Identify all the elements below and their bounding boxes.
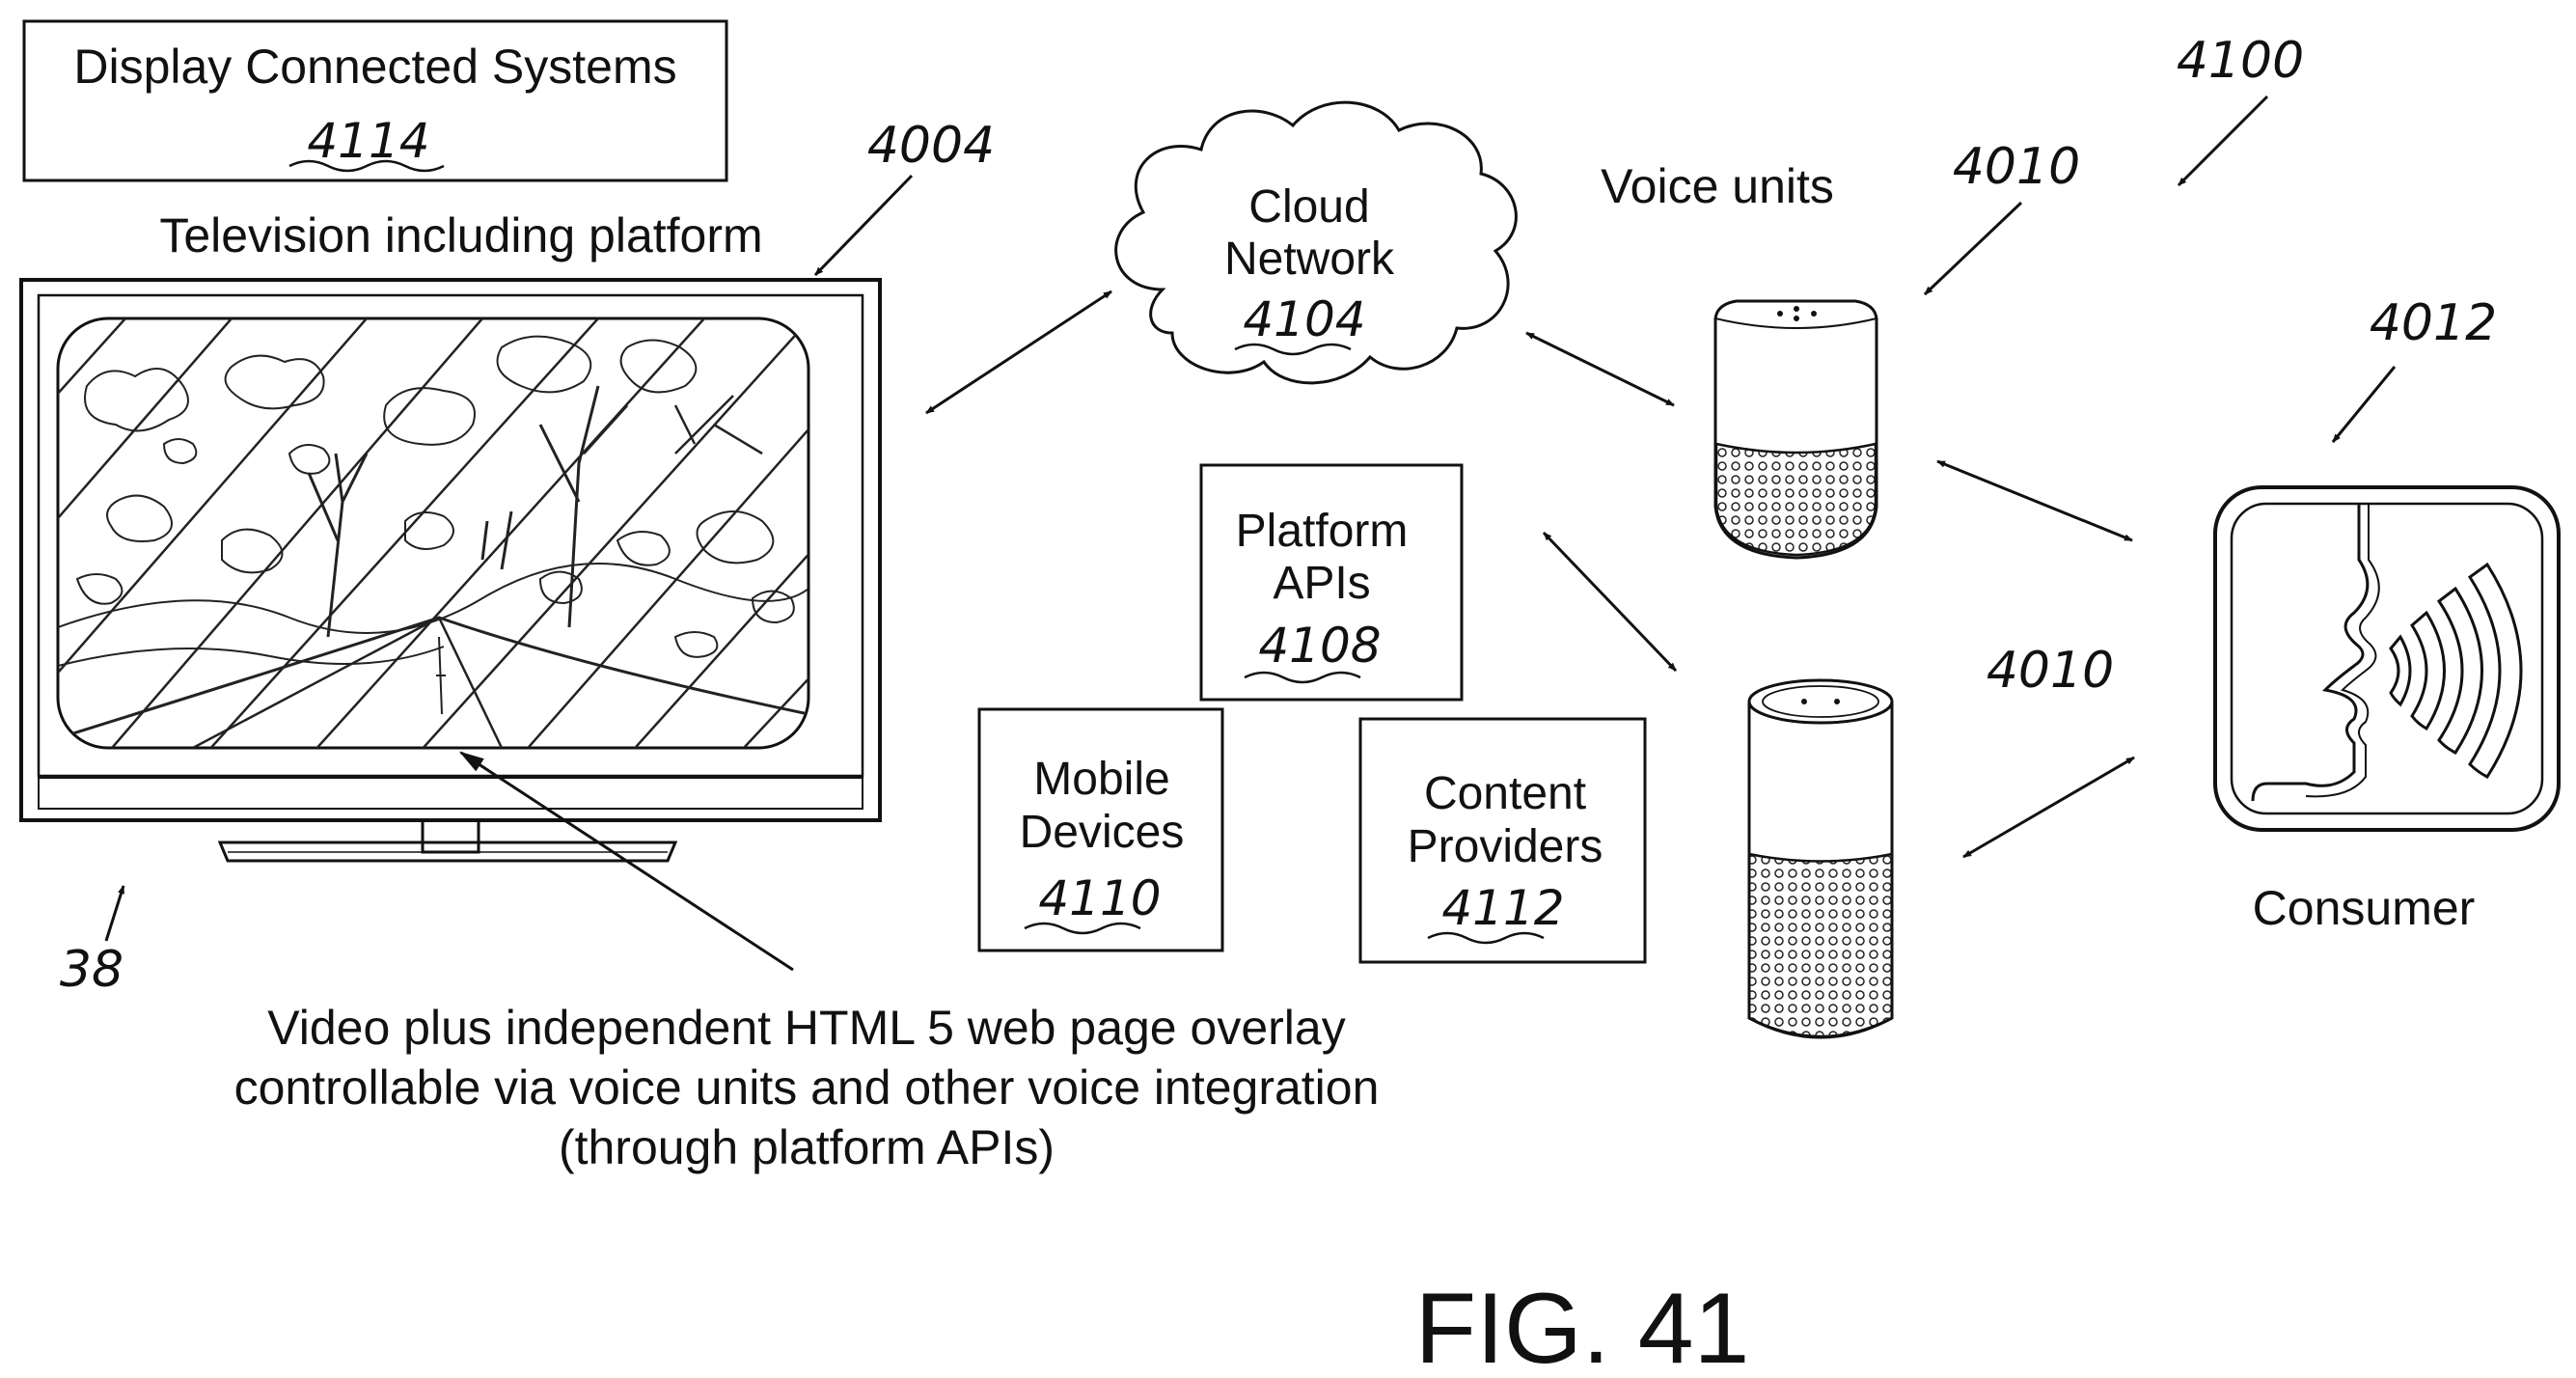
television-ref: 4004 (867, 117, 995, 175)
cloud-line2: Network (1224, 234, 1395, 285)
voice-unit-speaker-1 (1715, 301, 1877, 558)
cloud-ref: 4104 (1243, 291, 1365, 347)
mobile-devices-line2: Devices (1020, 807, 1185, 858)
platform-apis-line1: Platform (1236, 506, 1409, 557)
apis-voice-connector (1544, 533, 1676, 671)
system-ref: 4100 (2177, 32, 2304, 90)
display-box-title: Display Connected Systems (73, 40, 676, 94)
system-ref-arrow (2179, 96, 2267, 185)
consumer-ref-arrow (2333, 367, 2395, 442)
platform-apis-line2: APIs (1273, 558, 1370, 609)
voice-units-ref-top-arrow (1925, 203, 2021, 294)
content-providers-ref: 4112 (1441, 880, 1564, 936)
television-device-ref: 38 (60, 941, 123, 999)
cloud-line1: Cloud (1248, 181, 1369, 233)
television: Television including platform 4004 (21, 117, 995, 999)
content-providers-line2: Providers (1408, 821, 1603, 872)
platform-apis-ref: 4108 (1258, 618, 1381, 674)
consumer-face-icon (2253, 504, 2368, 801)
mobile-devices-box: Mobile Devices 4110 (979, 709, 1222, 951)
cloud-voice-connector (1526, 333, 1674, 405)
television-ref-arrow (815, 176, 912, 275)
sound-waves-icon (2391, 565, 2521, 777)
consumer: 4012 Consumer (2215, 294, 2559, 935)
system-ref-group: 4100 (2177, 32, 2304, 185)
voice-units-ref-bottom: 4010 (1987, 642, 2114, 700)
caption-line1: Video plus independent HTML 5 web page o… (267, 1001, 1345, 1055)
tv-cloud-connector (926, 291, 1111, 413)
voice1-consumer-connector (1937, 461, 2132, 540)
mobile-devices-line1: Mobile (1033, 754, 1169, 805)
caption-line2: controllable via voice units and other v… (234, 1061, 1380, 1115)
consumer-title: Consumer (2253, 881, 2476, 935)
content-providers-line1: Content (1424, 768, 1586, 819)
voice-unit-speaker-2 (1749, 680, 1892, 1037)
consumer-icon-frame (2215, 487, 2559, 830)
mobile-devices-ref: 4110 (1038, 870, 1161, 926)
television-title: Television including platform (159, 208, 762, 262)
caption-line3: (through platform APIs) (559, 1120, 1055, 1174)
caption: Video plus independent HTML 5 web page o… (234, 1001, 1380, 1174)
content-providers-box: Content Providers 4112 (1360, 719, 1645, 962)
tv-screen-video (39, 318, 830, 811)
tv-stand-neck (423, 820, 479, 852)
figure-label: FIG. 41 (1415, 1273, 1750, 1378)
display-box-ref: 4114 (307, 113, 429, 169)
voice-units-title: Voice units (1601, 159, 1834, 213)
platform-apis-box: Platform APIs 4108 (1201, 465, 1462, 700)
voice2-consumer-connector (1963, 758, 2134, 857)
consumer-ref: 4012 (2370, 294, 2497, 352)
voice-units-ref-top: 4010 (1953, 138, 2080, 196)
display-connected-systems-box: Display Connected Systems 4114 (24, 21, 726, 180)
television-device-ref-arrow (106, 886, 123, 941)
cloud-network: Cloud Network 4104 (1116, 102, 1517, 383)
